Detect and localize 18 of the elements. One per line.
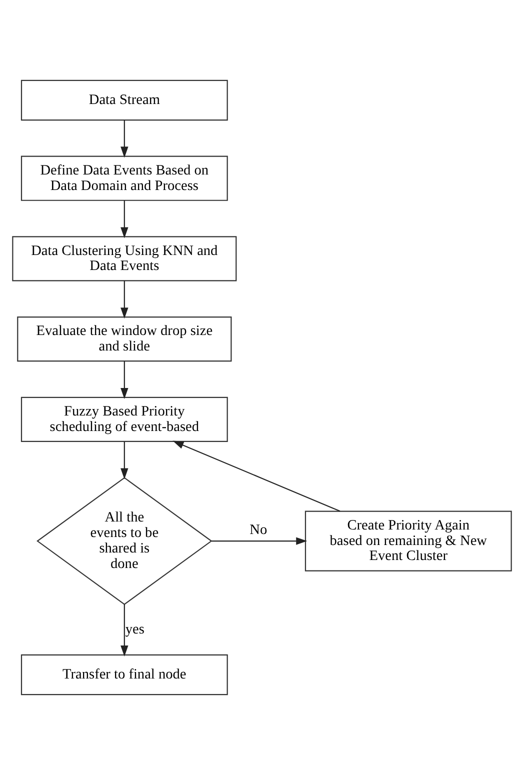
arrow xyxy=(172,440,340,512)
node-box: Data Clustering Using KNN and Data Events xyxy=(12,236,237,281)
arrow xyxy=(120,360,128,398)
arrow xyxy=(120,280,128,318)
node-box: Data Stream xyxy=(20,79,228,120)
arrow xyxy=(120,441,128,479)
node-box: Fuzzy Based Priority scheduling of event-based xyxy=(20,396,228,442)
node-box: Evaluate the window drop size and slide xyxy=(17,316,232,362)
arrow xyxy=(120,120,128,158)
node-diamond: All the events to be shared is done xyxy=(36,476,212,605)
node-box: Define Data Events Based on Data Domain and Process xyxy=(20,155,228,200)
arrow xyxy=(212,536,308,544)
node-box: Create Priority Again based on remaining & New Event Cluster xyxy=(304,510,512,571)
edge-label: No xyxy=(250,521,268,538)
node-box: Transfer to final node xyxy=(20,654,228,695)
arrow xyxy=(120,604,128,656)
arrow xyxy=(120,200,128,238)
edge-label: yes xyxy=(125,620,144,637)
